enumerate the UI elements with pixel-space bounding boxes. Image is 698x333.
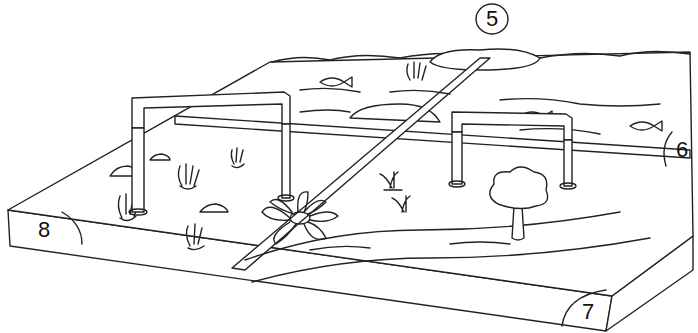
plant xyxy=(380,172,402,190)
stream xyxy=(245,212,650,282)
water-lines xyxy=(300,88,450,94)
hands-and-rocks xyxy=(110,148,244,250)
rock-rim xyxy=(540,51,690,58)
divider-wall xyxy=(232,58,490,270)
water-lines xyxy=(300,110,350,112)
callout-circle xyxy=(476,4,508,34)
flower xyxy=(262,192,338,244)
callout-arc xyxy=(664,132,672,166)
arch xyxy=(129,92,294,215)
callout-number: 8 xyxy=(38,219,50,241)
hand xyxy=(407,62,426,80)
callout-number: 7 xyxy=(582,301,594,323)
tree xyxy=(490,167,548,240)
callout-number: 5 xyxy=(486,8,498,30)
stream xyxy=(310,242,510,250)
tray-top xyxy=(8,52,693,296)
callout-arc xyxy=(562,290,606,326)
fish xyxy=(320,77,352,87)
arch xyxy=(449,112,576,189)
callout-number: 6 xyxy=(676,139,688,161)
callout-arc xyxy=(62,212,82,244)
plant xyxy=(392,196,410,212)
fish xyxy=(630,121,662,131)
